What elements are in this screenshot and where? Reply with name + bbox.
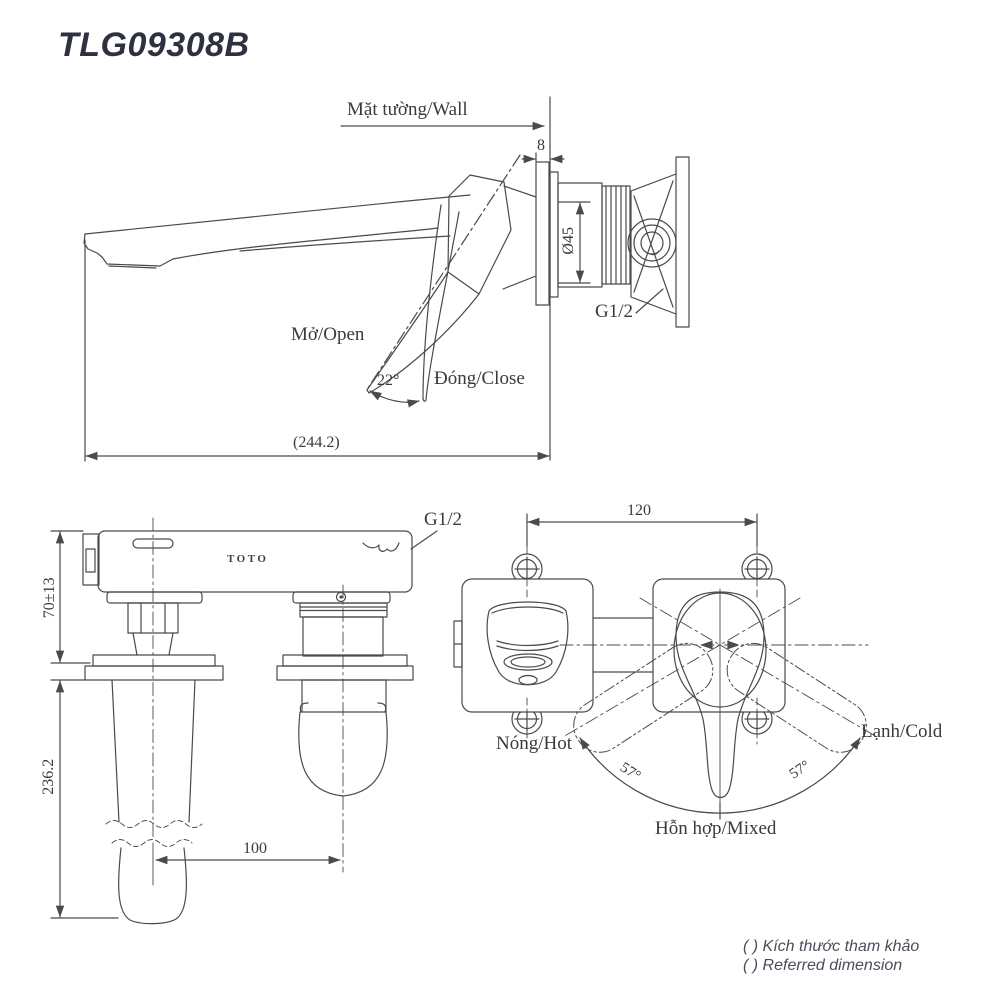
- thread-label-side: G1/2: [595, 301, 633, 322]
- thread-label-plan: G1/2: [424, 509, 462, 530]
- footer-note-en: ( ) Referred dimension: [743, 957, 903, 974]
- dim-mounting-pitch: 120: [627, 502, 651, 519]
- dim-body-diameter: Ø45: [560, 227, 578, 255]
- dim-wall-offset: 8: [537, 137, 545, 154]
- hot-label: Nóng/Hot: [496, 733, 572, 754]
- plan-view-drawing: [50, 517, 438, 925]
- wall-label: Mặt tường/Wall: [347, 99, 468, 120]
- dim-handle-angle: 22°: [377, 372, 400, 389]
- close-label: Đóng/Close: [434, 368, 525, 389]
- footer-note-vi: ( ) Kích thước tham khảo: [743, 938, 920, 955]
- dim-axis-spacing: 100: [243, 840, 267, 857]
- cold-label: Lạnh/Cold: [861, 721, 943, 742]
- page-title: TLG09308B: [58, 26, 250, 64]
- toto-logo: TOTO: [227, 553, 269, 565]
- dim-wall-distance: 70±13: [41, 577, 59, 619]
- open-label: Mở/Open: [291, 324, 365, 345]
- dim-spout-length: 236.2: [40, 758, 58, 795]
- front-view-drawing: [453, 513, 878, 820]
- mixed-label: Hỗn hợp/Mixed: [655, 818, 777, 839]
- dim-spout-reach: (244.2): [293, 434, 340, 451]
- side-view-drawing: [83, 96, 690, 462]
- spout-mark-icon: [362, 542, 400, 552]
